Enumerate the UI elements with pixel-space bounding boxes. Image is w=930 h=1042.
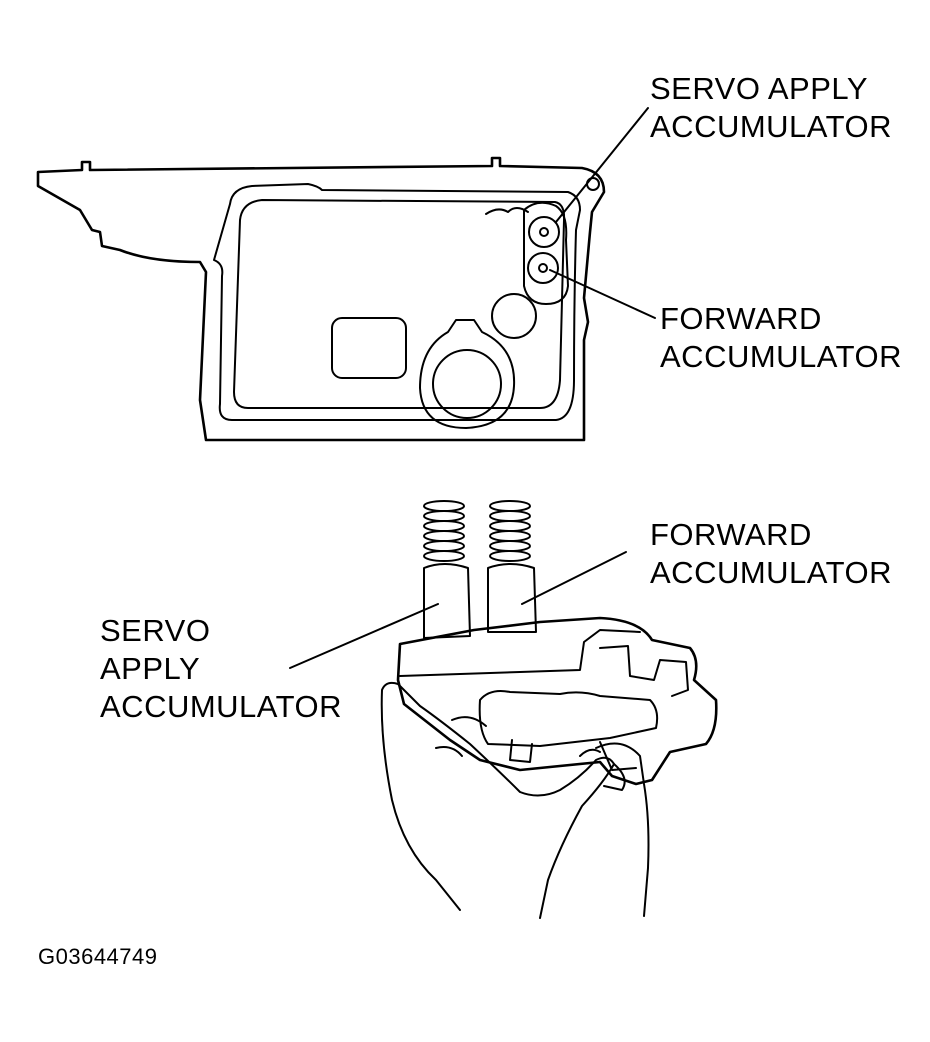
oil-passage (485, 207, 529, 215)
case-gasket-line (233, 199, 566, 409)
label-top-servo-apply-accumulator: SERVO APPLY ACCUMULATOR (650, 70, 892, 146)
valve-body-detail-2 (509, 739, 637, 771)
case-rect-recess (331, 317, 407, 379)
case-bore-inner (432, 349, 502, 419)
valve-body-detail (599, 645, 689, 697)
forward-accumulator-piston-body (487, 563, 537, 633)
finger-lines (435, 716, 601, 757)
servo-apply-bore (528, 216, 560, 248)
valve-body-block (396, 616, 718, 786)
accumulator-plate (523, 201, 569, 305)
servo-spring (423, 500, 465, 562)
label-top-forward-accumulator: FORWARD ACCUMULATOR (660, 300, 902, 376)
leader-bottom-forward (521, 551, 627, 605)
label-line: ACCUMULATOR (100, 689, 343, 724)
valve-body-bore (478, 690, 659, 747)
label-line: SERVO APPLY (650, 71, 869, 106)
forward-accumulator-piston (538, 263, 548, 273)
valve-body-assembly (289, 500, 718, 919)
label-line: APPLY (100, 651, 201, 686)
label-line: ACCUMULATOR (650, 109, 893, 144)
forward-spring (489, 500, 531, 562)
label-line: ACCUMULATOR (650, 555, 893, 590)
leader-top-forward (549, 269, 656, 319)
leader-bottom-servo (289, 603, 439, 669)
label-bottom-servo-apply-accumulator: SERVO APPLY ACCUMULATOR (100, 612, 342, 726)
valve-body-face (399, 629, 641, 677)
leader-top-servo (555, 107, 649, 223)
forward-accumulator-bore (527, 252, 559, 284)
label-line: ACCUMULATOR (660, 339, 903, 374)
label-line: FORWARD (650, 517, 812, 552)
label-line: SERVO (100, 613, 211, 648)
servo-apply-piston (539, 227, 549, 237)
left-hand (380, 681, 615, 919)
case-flange (213, 183, 581, 421)
label-bottom-forward-accumulator: FORWARD ACCUMULATOR (650, 516, 892, 592)
case-outline (36, 156, 606, 442)
case-round-boss (491, 293, 537, 339)
right-hand (595, 742, 650, 917)
case-large-bore (419, 319, 516, 429)
servo-apply-piston-body (423, 563, 471, 639)
figure-code: G03644749 (38, 944, 158, 969)
transaxle-case (36, 107, 656, 442)
label-line: FORWARD (660, 301, 822, 336)
